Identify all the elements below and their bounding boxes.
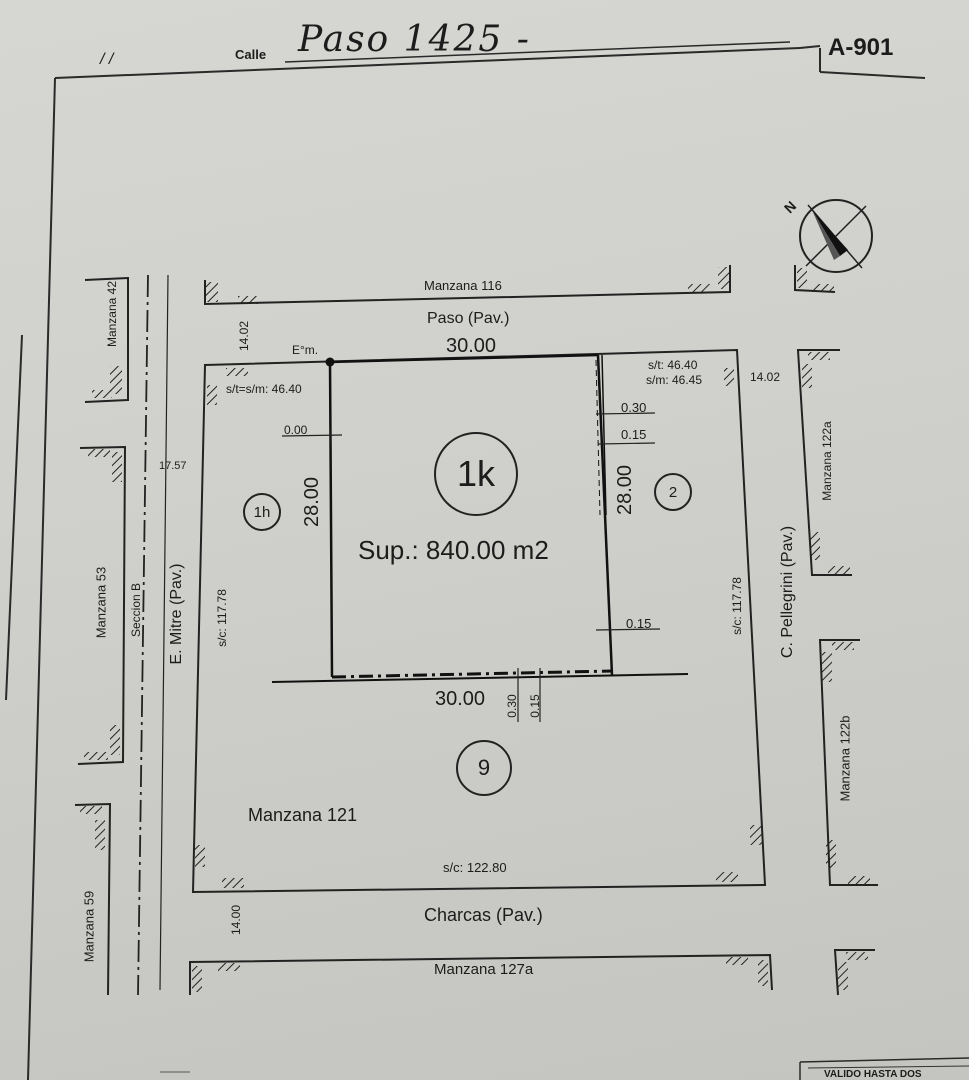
street-width-charcas: 14.00	[229, 904, 243, 936]
lot-left-dimension: 28.00	[301, 476, 323, 528]
neighbour-right-circle: 2	[654, 473, 692, 511]
lot-right-dimension: 28.00	[614, 464, 636, 516]
block-right-top-label: Manzana 122a	[820, 421, 834, 501]
calle-underline	[284, 41, 791, 63]
lot-area: Sup.: 840.00 m2	[358, 535, 549, 565]
seccion-b-line	[137, 274, 149, 996]
street-width-mitre: 17.57	[159, 460, 187, 472]
block-top-label: Manzana 116	[424, 278, 502, 293]
calle-label: Calle	[235, 47, 267, 62]
lot-front-dimension: 30.00	[446, 335, 497, 357]
street-handwritten: Paso 1425 -	[298, 19, 531, 60]
offset-015-bottom: 0.15	[528, 694, 542, 718]
level-right-m: s/m: 46.45	[646, 373, 703, 387]
north-arrow-icon	[799, 199, 873, 273]
corner-mark: E°m.	[292, 343, 319, 357]
block-right-bottom-label: Manzana 122b	[837, 715, 853, 802]
sheet-top-border	[54, 47, 801, 79]
offset-000: 0.00	[284, 423, 308, 437]
lot-back-dimension: 30.00	[435, 688, 486, 710]
side-right-length: s/c: 117.78	[730, 577, 744, 635]
lot-front-line	[329, 353, 599, 364]
lot-id-circle: 1k	[434, 432, 518, 516]
neighbour-bottom-circle: 9	[456, 740, 512, 796]
slash-mark: / /	[100, 51, 114, 68]
offset-015-top: 0.15	[621, 427, 647, 442]
block-main-label: Manzana 121	[248, 805, 358, 825]
lot-right-line	[596, 354, 614, 676]
level-left: s/t=s/m: 46.40	[226, 382, 302, 396]
side-left-length: s/c: 117.78	[215, 589, 229, 647]
neighbour-left: 1h	[253, 503, 271, 521]
neighbour-right: 2	[668, 483, 678, 501]
street-width-paso: 14.02	[237, 320, 251, 352]
block-left-top-label: Manzana 42	[105, 280, 119, 348]
level-right-t: s/t: 46.40	[648, 358, 698, 372]
street-width-pellegrini: 14.02	[750, 370, 781, 384]
validity-note: VALIDO HASTA DOS	[824, 1069, 922, 1080]
lot-back-line	[271, 673, 689, 683]
block-left-mid-label: Manzana 53	[93, 566, 109, 639]
street-bottom-label: Charcas (Pav.)	[424, 905, 543, 925]
plan-code: A-901	[828, 34, 894, 61]
neighbour-bottom: 9	[477, 755, 491, 780]
lot-left-line	[328, 361, 334, 678]
lot-id: 1k	[456, 453, 496, 494]
block-bottom-label: Manzana 127a	[434, 961, 534, 978]
street-top-label: Paso (Pav.)	[427, 310, 510, 327]
side-bottom-length: s/c: 122.80	[443, 860, 507, 875]
street-right-label: C. Pellegrini (Pav.)	[779, 525, 796, 659]
street-left-label: E. Mitre (Pav.)	[168, 563, 185, 665]
offset-015-right: 0.15	[626, 616, 652, 631]
lot-back-dashed	[331, 669, 613, 679]
offset-030-top: 0.30	[621, 400, 647, 415]
neighbour-left-circle: 1h	[243, 493, 281, 531]
section-label: Seccion B	[129, 582, 143, 638]
manzana-116-outline	[204, 265, 731, 306]
block-left-bottom-label: Manzana 59	[81, 890, 97, 963]
offset-030-bottom: 0.30	[505, 694, 519, 718]
corner-point	[325, 357, 335, 367]
sheet-left-border	[27, 77, 56, 1080]
